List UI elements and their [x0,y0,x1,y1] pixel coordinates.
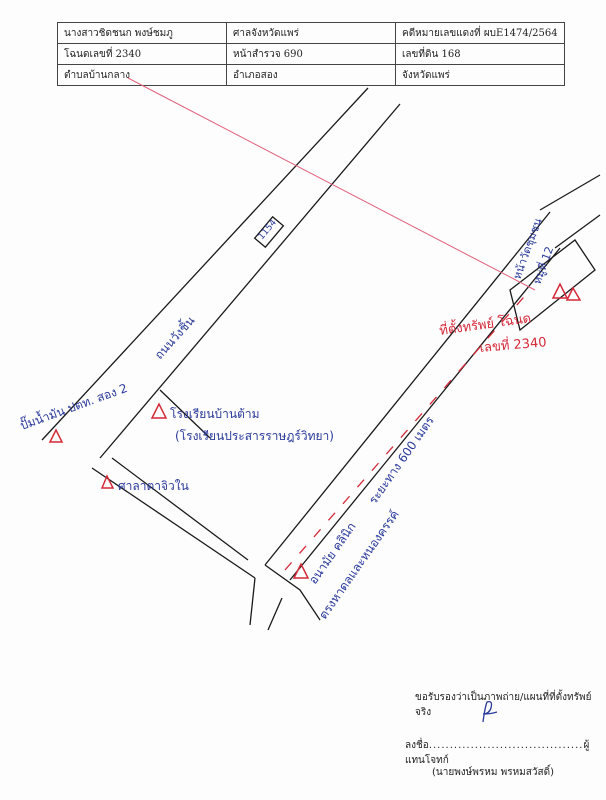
table-row: นางสาวชิดชนก พงษ์ชมภู ศาลจังหวัดแพร่ คดี… [57,22,565,44]
main-road-left-edge [41,87,369,441]
property-outline [509,174,601,332]
province: จังหวัดแพร่ [395,64,565,86]
certification-statement: ขอรับรองว่าเป็นภาพถ่าย/แผนที่ที่ตั้งทรัพ… [415,692,592,718]
landmark-triangle-icon [48,428,64,443]
landmark-triangle-icon [292,562,310,579]
landmark-triangle-icon [565,286,582,301]
road-number-label: 1154 [257,218,280,242]
school-label: โรงเรียนบ้านต้าม [170,407,260,421]
side-road-edge [264,211,551,566]
sign-prefix: ลงชื่อ [405,740,429,751]
landmark-triangle-icon [150,402,168,419]
landmark-triangle-icon [551,282,569,299]
landmark-triangle-icon [100,474,115,489]
side-road-edge-2 [289,247,561,581]
road-number-box [253,215,285,249]
pointer-line [127,77,536,291]
table-row: ตำบลบ้านกลาง อำเภอสอง จังหวัดแพร่ [57,64,565,86]
header-table: นางสาวชิดชนก พงษ์ชมภู ศาลจังหวัดแพร่ คดี… [57,22,565,86]
signature [482,700,498,723]
sign-suffix: ผู้แทนโจทก์ [405,740,590,766]
school-label-2: (โรงเรียนประสารราษฎร์วิทยา) [175,429,334,443]
property-label: ที่ตั้งทรัพย์ โฉนด [438,308,532,339]
district: อำเภอสอง [226,64,396,86]
cross-road [249,564,321,631]
pavilion-label: ศาลาตาจิวใน [118,479,189,493]
gas-station-label: ปั๊มน้ำมัน ปตท. สอง 2 [18,379,130,433]
signature-line: ลงชื่อ..................................… [405,740,590,766]
route-dashed-line [284,289,531,571]
road-name-label: ถนนวังชิ้น [150,312,197,362]
main-road-right-edge [99,103,401,459]
property-deed-label: เลขที่ 2340 [479,333,547,356]
signer-name: (นายพงษ์พรหม พรหมสวัสดิ์) [432,767,554,778]
school-road [91,389,256,579]
